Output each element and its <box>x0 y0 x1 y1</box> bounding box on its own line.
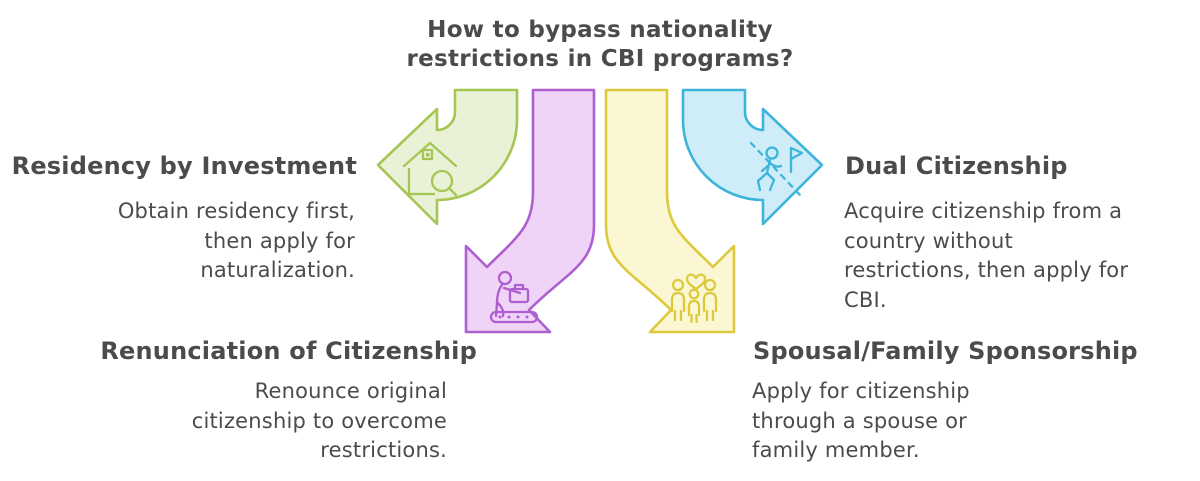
title-line-1: How to bypass nationality <box>427 17 773 43</box>
title-line-2: restrictions in CBI programs? <box>406 46 794 72</box>
heading-renunciation-of-citizenship: Renunciation of Citizenship <box>100 337 477 365</box>
arrow-renunciation <box>464 88 596 334</box>
heading-dual-citizenship: Dual Citizenship <box>845 152 1068 180</box>
house-search-icon <box>402 141 458 197</box>
arrow-dual-shape <box>681 88 824 226</box>
arrow-spousal <box>604 88 736 334</box>
body-residency-by-investment: Obtain residency first, then apply for n… <box>117 199 355 282</box>
arrow-renunciation-shape <box>464 88 596 334</box>
heading-residency-by-investment: Residency by Investment <box>11 152 357 180</box>
body-dual-citizenship: Acquire citizenship from a country witho… <box>844 199 1129 312</box>
walk-to-flag-icon <box>749 141 804 197</box>
page-title: How to bypass nationality restrictions i… <box>300 16 900 74</box>
heading-spousal-family-sponsorship: Spousal/Family Sponsorship <box>753 337 1138 365</box>
arrows-cluster <box>376 88 824 334</box>
arrow-residency <box>376 88 519 226</box>
arrow-spousal-shape <box>604 88 736 334</box>
body-renunciation-of-citizenship: Renounce original citizenship to overcom… <box>191 379 447 462</box>
luggage-conveyor-icon <box>489 270 539 324</box>
body-spousal-family-sponsorship: Apply for citizenship through a spouse o… <box>752 379 970 462</box>
arrow-dual <box>681 88 824 226</box>
family-heart-icon <box>670 273 718 324</box>
